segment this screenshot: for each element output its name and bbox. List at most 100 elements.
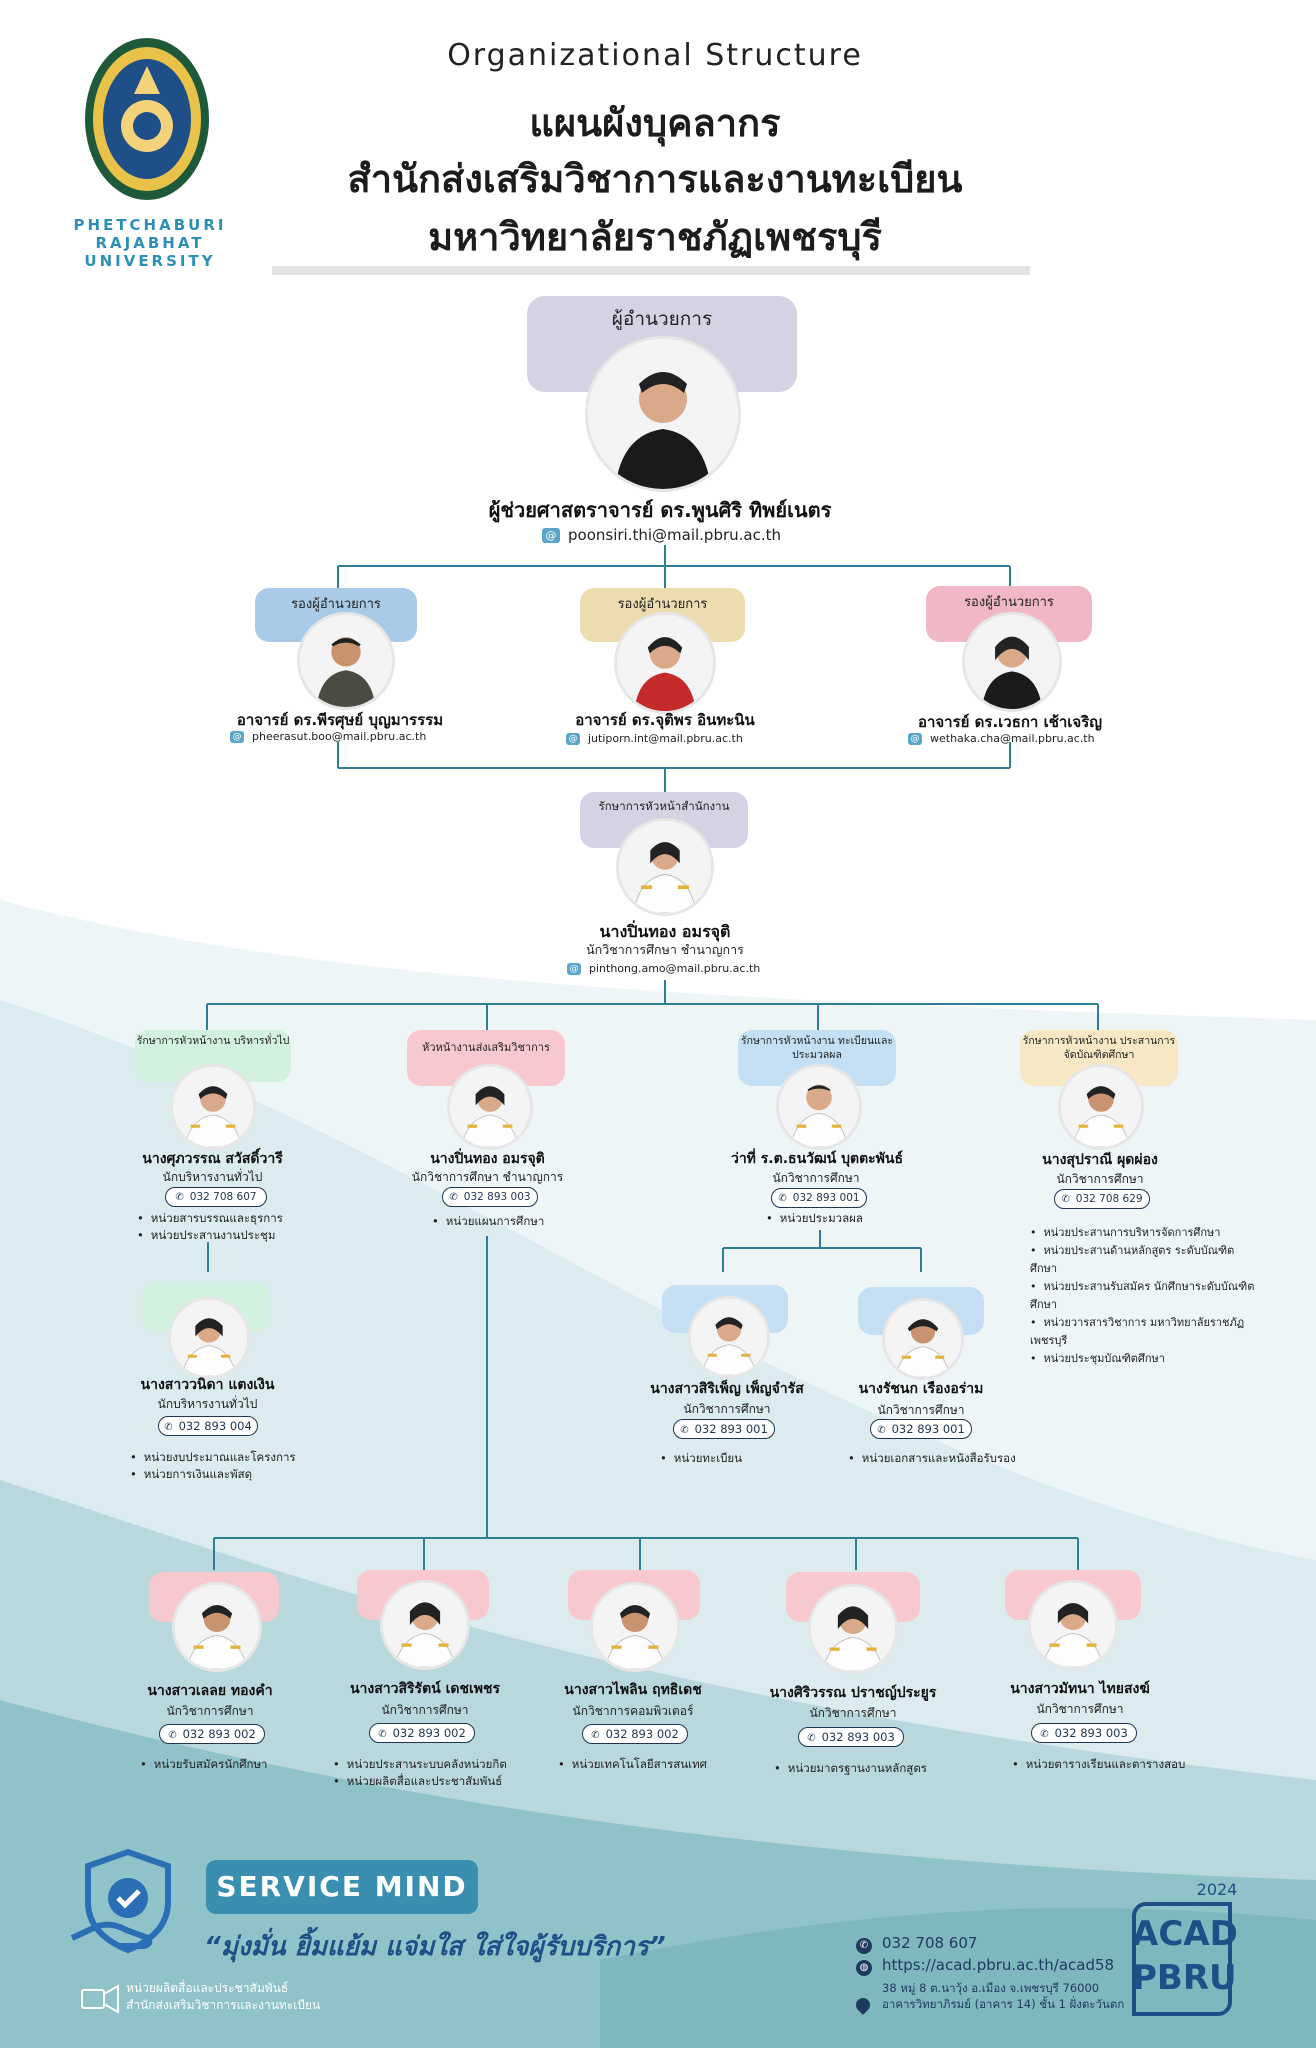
section-graduate-position: นักวิชาการศึกษา [1056,1172,1144,1186]
staff-3-position: นักวิชาการคอมพิวเตอร์ [572,1704,694,1718]
phone-icon: ✆ [1040,1729,1049,1740]
staff-4-photo [808,1584,898,1674]
unit-item: หน่วยประสานงานประชุม [137,1227,283,1244]
unit-item: หน่วยประสานการบริหารจัดการศึกษา [1030,1224,1260,1242]
section-general-phone: ✆032 708 607 [165,1187,267,1207]
deputy-1-name: อาจารย์ ดร.พีรศุษย์ บุญมารรรม [236,711,444,729]
section-general-units: หน่วยสารบรรณและธุรการ หน่วยประสานงานประช… [137,1210,283,1244]
unit-item: หน่วยประมวลผล [766,1210,863,1227]
sub-registry-1-name: นางสาวสิริเพ็ญ เพ็ญจำรัส [650,1381,804,1397]
sub-registry-1-position: นักวิชาการศึกษา [683,1402,771,1416]
deputy-2-tag: รองผู้อำนวยการ [580,588,745,642]
acad-brand-2: PBRU [1132,1958,1237,1998]
section-general-photo [170,1064,256,1150]
staff-4-phone: ✆032 893 003 [798,1727,904,1747]
unit-item: หน่วยทะเบียน [660,1450,742,1467]
staff-3-phone: ✆032 893 002 [582,1724,688,1744]
sub-registry-1-phone: ✆032 893 001 [673,1419,775,1439]
phone-icon: ✆ [680,1425,689,1436]
logo-text: PHETCHABURI RAJABHAT UNIVERSITY [73,216,227,270]
unit-item: หน่วยประสานระบบคลังหน่วยกิต [333,1756,507,1773]
staff-4-name: นางศิริวรรณ ปราชญ์ประยูร [769,1685,937,1701]
staff-2-name: นางสาวสิริรัตน์ เดชเพชร [349,1681,501,1697]
phone-icon: ✆ [856,1938,872,1954]
title-thai-line3: มหาวิทยาลัยราชภัฏเพชรบุรี [428,215,882,259]
deputy-2-email: @jutiporn.int@mail.pbru.ac.th [566,732,743,745]
staff-5-units: หน่วยตารางเรียนและตารางสอบ [1012,1756,1186,1773]
title-divider [272,266,1030,275]
sub-registry-1-units: หน่วยทะเบียน [660,1450,742,1467]
location-pin-icon [853,1994,873,2015]
email-icon: @ [542,528,560,543]
phone-icon: ✆ [378,1729,387,1740]
sub-registry-2-name: นางรัชนก เรืองอร่าม [858,1381,984,1397]
service-slogan: “มุ่งมั่น ยิ้มแย้ม แจ่มใส ใส่ใจผู้รับบริ… [204,1932,666,1962]
email-icon: @ [230,731,244,743]
unit-item: หน่วยแผนการศึกษา [432,1213,545,1230]
staff-4-units: หน่วยมาตรฐานงานหลักสูตร [774,1760,927,1777]
section-academic-phone: ✆032 893 003 [442,1187,538,1207]
acad-year: 2024 [1196,1880,1238,1899]
phone-icon: ✆ [1061,1194,1070,1205]
staff-3-name: นางสาวไพลิน ฤทธิเดช [564,1682,702,1698]
university-logo [82,36,212,202]
unit-item: หน่วยประชุมบัณฑิตศึกษา [1030,1350,1260,1368]
section-general-name: นางศุภวรรณ สวัสดิ์วารี [142,1151,283,1167]
service-mind-badge: SERVICE MIND [206,1860,478,1914]
footer-url[interactable]: ◍https://acad.pbru.ac.th/acad58 [856,1956,1114,1976]
section-registry-photo [776,1064,862,1150]
sub-general-units: หน่วยงบประมาณและโครงการ หน่วยการเงินและพ… [130,1449,296,1483]
sub-general-photo [168,1297,250,1379]
unit-item: หน่วยงบประมาณและโครงการ [130,1449,296,1466]
staff-3-photo [590,1582,680,1672]
deputy-3-photo [962,612,1062,712]
unit-item: หน่วยผลิตสื่อและประชาสัมพันธ์ [333,1773,507,1790]
staff-2-phone: ✆032 893 002 [369,1723,475,1743]
sub-general-name: นางสาววนิดา แตงเงิน [140,1377,275,1393]
email-icon: @ [567,963,581,975]
phone-icon: ✆ [175,1192,184,1203]
section-graduate-phone: ✆032 708 629 [1054,1189,1150,1209]
phone-icon: ✆ [778,1193,787,1204]
phone-icon: ✆ [164,1422,173,1433]
head-office-name: นางปิ่นทอง อมรจุติ [599,922,731,941]
staff-5-phone: ✆032 893 003 [1031,1723,1137,1743]
deputy-2-photo [614,612,716,714]
section-academic-position: นักวิชาการศึกษา ชำนาญการ [411,1170,564,1184]
sub-general-position: นักบริหารงานทั่วไป [157,1397,258,1411]
director-role-label: ผู้อำนวยการ [611,308,713,330]
service-shield-icon [68,1846,188,1966]
staff-2-photo [380,1580,470,1670]
sub-registry-2-position: นักวิชาการศึกษา [877,1403,965,1417]
section-registry-units: หน่วยประมวลผล [766,1210,863,1227]
title-thai-line2: สำนักส่งเสริมวิชาการและงานทะเบียน [347,157,963,201]
staff-2-units: หน่วยประสานระบบคลังหน่วยกิต หน่วยผลิตสื่… [333,1756,507,1790]
unit-item: หน่วยมาตรฐานงานหลักสูตร [774,1760,927,1777]
head-office-position: นักวิชาการศึกษา ชำนาญการ [586,942,744,957]
unit-item: หน่วยประสานรับสมัคร นักศึกษาระดับบัณฑิตศ… [1030,1278,1260,1314]
section-academic-name: นางปิ่นทอง อมรจุติ [430,1151,545,1167]
unit-item: หน่วยสารบรรณและธุรการ [137,1210,283,1227]
staff-5-name: นางสาวมัทนา ไทยสงฆ์ [1010,1681,1150,1697]
head-office-photo [616,818,714,916]
phone-icon: ✆ [168,1730,177,1741]
staff-1-phone: ✆032 893 002 [159,1724,265,1744]
credit-text: หน่วยผลิตสื่อและประชาสัมพันธ์ สำนักส่งเส… [126,1981,321,2012]
staff-1-name: นางสาวเลลย ทองคำ [147,1683,273,1699]
staff-5-position: นักวิชาการศึกษา [1036,1702,1124,1716]
unit-item: หน่วยวารสารวิชาการ มหาวิทยาลัยราชภัฏเพชร… [1030,1314,1260,1350]
acad-brand-1: ACAD [1132,1914,1238,1954]
deputy-1-email: @pheerasut.boo@mail.pbru.ac.th [230,730,426,743]
email-icon: @ [908,733,922,745]
phone-icon: ✆ [807,1733,816,1744]
section-general-position: นักบริหารงานทั่วไป [162,1170,263,1184]
director-email: @poonsiri.thi@mail.pbru.ac.th [542,526,781,544]
unit-item: หน่วยรับสมัครนักศึกษา [140,1756,268,1773]
sub-registry-2-photo [882,1298,964,1380]
deputy-3-name: อาจารย์ ดร.เวธกา เช้าเจริญ [917,713,1103,731]
unit-item: หน่วยการเงินและพัสดุ [130,1466,296,1483]
section-registry-position: นักวิชาการศึกษา [772,1171,860,1185]
section-academic-units: หน่วยแผนการศึกษา [432,1213,545,1230]
staff-5-photo [1028,1580,1118,1670]
